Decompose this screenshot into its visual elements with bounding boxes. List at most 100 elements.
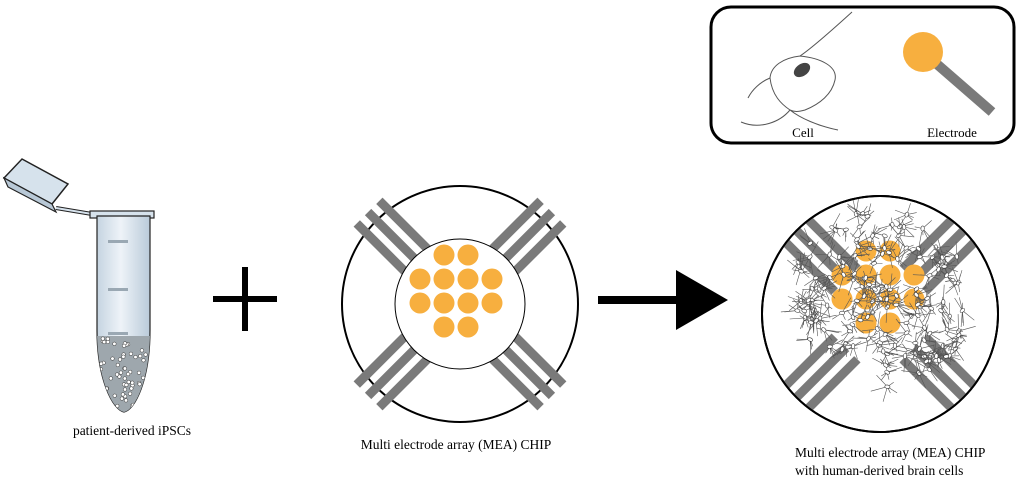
ipsc-cell [129,386,134,391]
ipsc-cell [126,372,131,377]
neuron [893,203,917,228]
neuron [780,295,804,315]
neuron [945,267,963,294]
neuron [920,350,941,373]
ipsc-cell [101,393,106,398]
ipsc-cell [105,405,110,410]
neuron [915,291,937,307]
ipsc-cell [128,351,133,356]
electrode-pad [879,312,901,334]
neuron [898,313,915,333]
neuron [851,210,871,237]
neuron [835,260,859,292]
neuron [954,297,975,328]
ipsc-cell [133,355,138,360]
ipsc-cell [110,356,115,361]
ipsc-cell [122,343,127,348]
chip-caption: Multi electrode array (MEA) CHIP [361,437,551,452]
mea-chip [341,185,579,423]
neuron [897,217,914,230]
neuron [814,295,833,319]
neuron [896,218,917,237]
ipsc-cell [106,399,111,404]
neuron [852,330,878,353]
neuron [787,258,810,275]
electrode-pad [433,244,455,266]
neuron [816,269,842,291]
neuron [804,274,826,291]
neuron [857,224,888,245]
ipsc-cell [124,382,129,387]
electrode-pad [457,292,479,314]
neuron [832,297,857,320]
neuron [910,243,926,264]
neuron [888,223,915,249]
neuron [799,307,817,340]
electrode-lead [784,344,850,410]
electrode-pad [457,244,479,266]
electrode-pad [409,292,431,314]
ipsc-cell [101,398,106,403]
ipsc-cell [103,401,108,406]
ipsc-cell [122,366,127,371]
electrode-pad [879,264,901,286]
electrode-pad [433,268,455,290]
neuron [861,311,894,337]
neuron [829,346,858,359]
electrode-pad [457,316,479,338]
neuron [927,330,944,343]
neuron [845,259,865,284]
brain-cells [780,196,976,402]
neuron [946,328,967,350]
neuron [940,241,959,265]
neuron [866,292,894,310]
ipsc-cell [123,398,129,403]
ipsc-cell [112,393,117,398]
neuron [870,374,898,402]
neuron [911,350,937,367]
neuron [936,284,948,310]
neuron [835,340,868,359]
ipsc-cell [139,348,144,353]
ipsc-cell [122,387,128,392]
neuron [907,335,935,357]
neuron [914,220,932,240]
ipsc-cell [103,394,108,399]
ipsc-cell [99,361,104,366]
plus-sign [213,267,277,331]
neuron [866,331,898,353]
ipsc-cell [119,396,124,401]
ipsc-cell [117,357,123,362]
neuron [898,305,922,319]
neuron [914,286,933,305]
neuron [852,304,874,323]
neuron [792,299,811,326]
neuron [885,294,912,319]
neuron [833,226,849,242]
tube-caption: patient-derived iPSCs [73,423,191,438]
ipsc-cell [120,392,125,397]
ipsc-cell [143,352,148,357]
neuron [912,273,941,289]
ipsc-cell [106,399,111,404]
electrode-icon [903,32,996,116]
neuron [875,239,898,268]
result-caption-line2: with human-derived brain cells [795,463,963,478]
neuron [872,357,899,369]
ipsc-cell [138,354,143,359]
ipsc-cell [143,400,148,406]
electrode-pad [433,292,455,314]
neuron [890,337,913,352]
neuron [891,343,917,357]
result-caption-line1: Multi electrode array (MEA) CHIP [795,445,985,460]
neuron [914,297,928,315]
neuron [799,228,817,249]
neuron [883,286,912,306]
ipsc-cell [118,370,123,375]
electrode-label: Electrode [927,125,977,140]
neuron [848,247,871,271]
ipsc-cell [102,339,107,345]
cell-icon [740,11,853,131]
ipsc-cell [115,372,120,377]
neuron [795,284,816,309]
